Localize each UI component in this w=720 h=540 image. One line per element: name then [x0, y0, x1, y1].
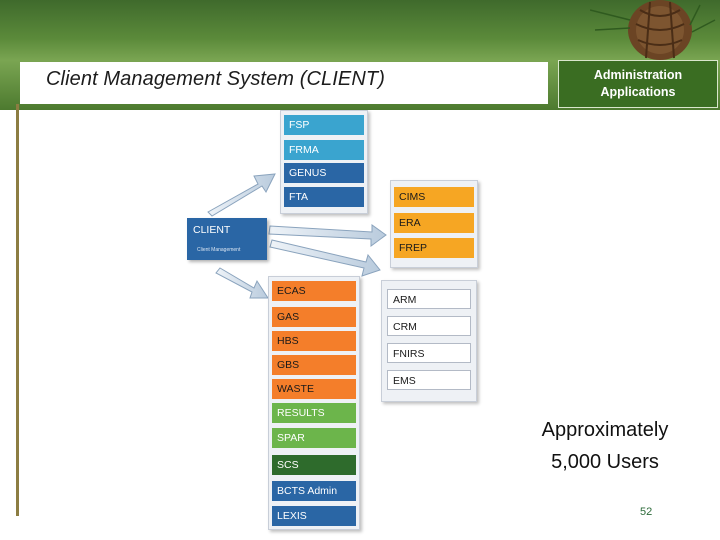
arrow-to-top-group: [207, 173, 276, 217]
app-hbs: HBS: [272, 331, 356, 351]
app-scs: SCS: [272, 455, 356, 475]
app-gbs: GBS: [272, 355, 356, 375]
right-top-group-panel: CIMS ERA FREP: [390, 180, 478, 268]
app-lexis: LEXIS: [272, 506, 356, 526]
left-rule: [16, 104, 19, 516]
page-title: Client Management System (CLIENT): [46, 68, 385, 90]
app-genus: GENUS: [284, 163, 364, 183]
users-note-line-2: 5,000 Users: [551, 451, 659, 473]
title-bar: [20, 62, 548, 104]
admin-line-2: Applications: [600, 85, 676, 99]
app-fsp: FSP: [284, 115, 364, 135]
admin-applications-badge: Administration Applications: [558, 60, 718, 108]
app-bcts-admin: BCTS Admin: [272, 481, 356, 501]
client-label: CLIENT: [193, 224, 231, 236]
app-fnirs: FNIRS: [387, 343, 471, 363]
app-gas: GAS: [272, 307, 356, 327]
app-cims: CIMS: [394, 187, 474, 207]
app-crm: CRM: [387, 316, 471, 336]
app-ems: EMS: [387, 370, 471, 390]
app-arm: ARM: [387, 289, 471, 309]
app-ecas: ECAS: [272, 281, 356, 301]
users-note: Approximately 5,000 Users: [500, 414, 710, 478]
users-note-line-1: Approximately: [541, 419, 669, 441]
app-era: ERA: [394, 213, 474, 233]
app-results: RESULTS: [272, 403, 356, 423]
arrow-to-bottom-group: [215, 267, 269, 299]
arrow-to-right-bottom-group: [269, 239, 381, 277]
arrow-to-right-top-group: [268, 224, 387, 247]
client-sublabel: Client Management: [197, 247, 241, 253]
app-waste: WASTE: [272, 379, 356, 399]
app-spar: SPAR: [272, 428, 356, 448]
top-group-panel: FSP FRMA GENUS FTA: [280, 110, 368, 214]
app-frep: FREP: [394, 238, 474, 258]
page-number: 52: [640, 506, 653, 518]
bottom-group-panel: ECAS GAS HBS GBS WASTE RESULTS SPAR SCS …: [268, 276, 360, 530]
client-box: CLIENT Client Management: [187, 218, 267, 260]
app-fta: FTA: [284, 187, 364, 207]
admin-line-1: Administration: [593, 68, 683, 82]
right-bottom-group-panel: ARM CRM FNIRS EMS: [381, 280, 477, 402]
app-frma: FRMA: [284, 140, 364, 160]
pine-cone-image: [590, 0, 716, 60]
